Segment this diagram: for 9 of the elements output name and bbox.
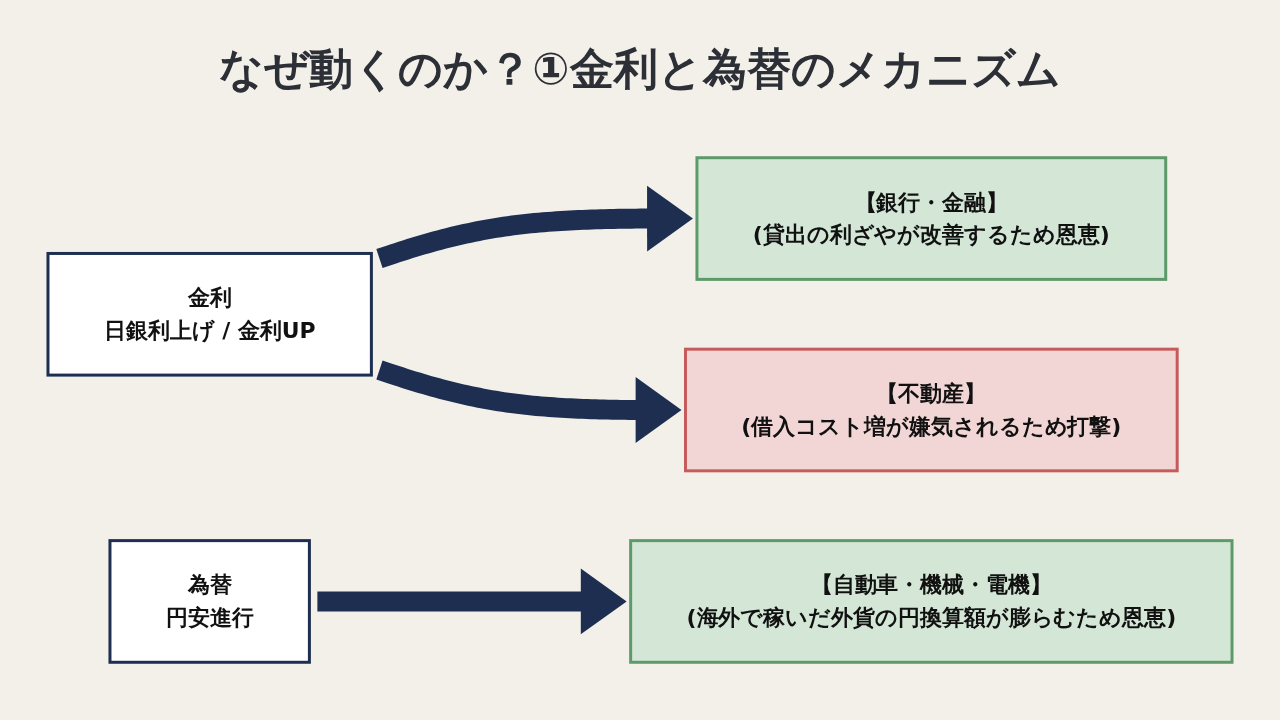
- process-box: 【自動車・機械・電機】 (海外で稼いだ外貨の円換算額が膨らむため恩恵): [629, 539, 1234, 664]
- process-box: 為替 円安進行: [108, 539, 311, 664]
- arrow: [317, 568, 627, 635]
- process-box: 【銀行・金融】 (貸出の利ざやが改善するため恩恵): [695, 156, 1168, 281]
- arrow: [378, 363, 682, 443]
- arrow: [378, 185, 693, 266]
- process-box: 【不動産】 (借入コスト増が嫌気されるため打撃): [684, 347, 1179, 473]
- title: なぜ動くのか？①金利と為替のメカニズム: [218, 42, 1062, 96]
- process-box: 金利 日銀利上げ / 金利UP: [46, 251, 373, 377]
